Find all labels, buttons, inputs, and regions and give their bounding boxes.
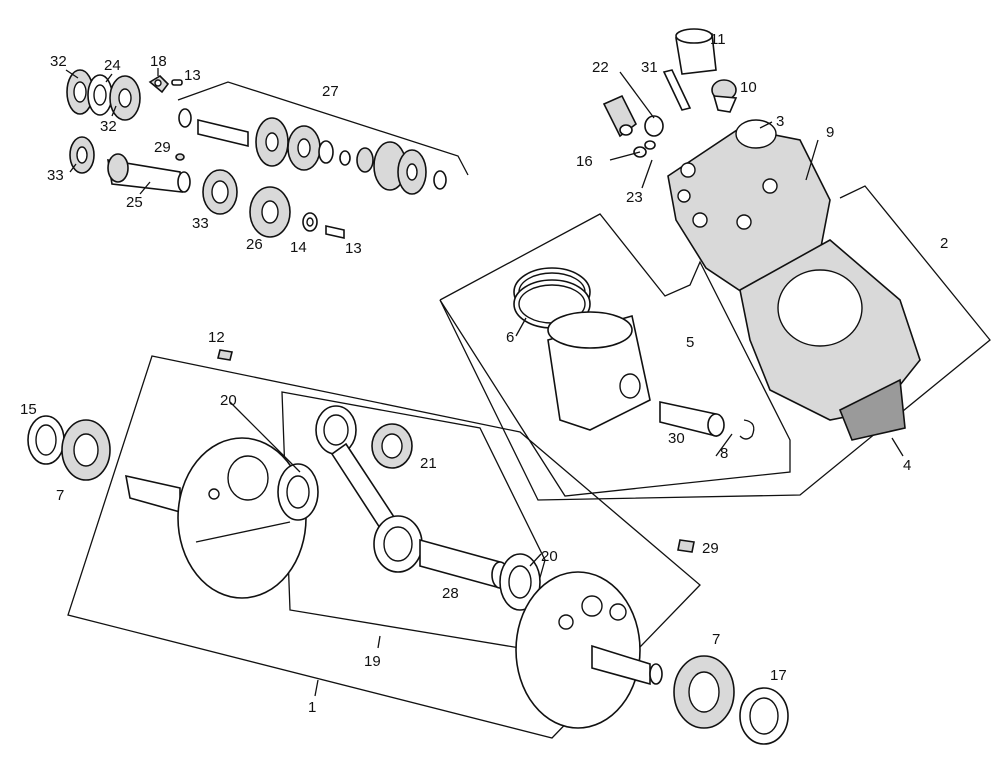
bolt-small-top	[171, 79, 183, 86]
pin-small	[175, 153, 185, 161]
shaft-25	[69, 136, 191, 193]
clip-small	[148, 74, 170, 94]
nut-small	[633, 115, 664, 158]
callout-22: 22	[592, 59, 609, 76]
callout-7-left: 7	[56, 487, 64, 504]
connecting-rod	[315, 405, 423, 573]
callout-33-mid: 33	[192, 215, 209, 232]
callout-25: 25	[126, 194, 143, 211]
sensor-10	[711, 79, 738, 113]
bearing-33	[202, 169, 238, 215]
callout-32-bottom: 32	[100, 118, 117, 135]
bolt-13	[325, 225, 345, 239]
cap-11	[675, 28, 717, 75]
callout-24: 24	[104, 57, 121, 74]
crankpin-28	[419, 538, 509, 590]
callout-5: 5	[686, 334, 694, 351]
callout-2: 2	[940, 235, 948, 252]
key-12	[217, 349, 233, 361]
callout-29-bottom: 29	[702, 540, 719, 557]
callout-30: 30	[668, 430, 685, 447]
callout-27: 27	[322, 83, 339, 100]
washer-20-left	[277, 463, 319, 521]
seal-17	[739, 687, 789, 745]
bearing-right	[673, 655, 735, 729]
callout-26: 26	[246, 236, 263, 253]
piston	[547, 311, 651, 431]
callout-17: 17	[770, 667, 787, 684]
valve-22	[602, 94, 638, 138]
seal-15	[27, 415, 65, 465]
callout-32-top: 32	[50, 53, 67, 70]
callout-21: 21	[420, 455, 437, 472]
leader-lines	[65, 68, 904, 697]
callout-16: 16	[576, 153, 593, 170]
callout-29-top: 29	[154, 139, 171, 156]
frame-piston	[439, 213, 791, 497]
callout-6: 6	[506, 329, 514, 346]
callout-13-top: 13	[184, 67, 201, 84]
washer-20-right	[499, 553, 541, 611]
callout-11: 11	[710, 31, 726, 48]
callout-23: 23	[626, 189, 643, 206]
callout-7-right: 7	[712, 631, 720, 648]
needle-bearing-21	[371, 423, 413, 469]
main-shaft-gears	[178, 108, 447, 195]
washer-14	[302, 212, 318, 232]
circlip	[739, 419, 755, 440]
callout-12: 12	[208, 329, 225, 346]
callout-14: 14	[290, 239, 307, 256]
cylinder-head	[667, 119, 831, 297]
cylinder-block	[739, 239, 921, 441]
callout-4: 4	[903, 457, 911, 474]
callouts: 32 24 18 13 32 27 29 33 25 33 26 14 13 1…	[20, 31, 948, 716]
bearing-left	[61, 419, 111, 481]
callout-8: 8	[720, 445, 728, 462]
callout-9: 9	[826, 124, 834, 141]
callout-33-left: 33	[47, 167, 64, 184]
callout-15: 15	[20, 401, 37, 418]
key-29	[677, 539, 695, 553]
crank-half-right	[515, 571, 663, 729]
crank-half-left	[124, 437, 307, 599]
frame-gear-shaft	[177, 81, 469, 176]
callout-20-left: 20	[220, 392, 237, 409]
screw-31	[662, 69, 692, 111]
callout-28: 28	[442, 585, 459, 602]
callout-19: 19	[364, 653, 381, 670]
gear-cluster-left	[66, 69, 141, 121]
gear-26	[249, 186, 291, 238]
callout-3: 3	[776, 113, 784, 130]
piston-rings	[513, 267, 591, 329]
piston-pin	[659, 401, 725, 438]
callout-10: 10	[740, 79, 757, 96]
callout-18: 18	[150, 53, 167, 70]
callout-13-bottom: 13	[345, 240, 362, 257]
callout-31: 31	[641, 59, 658, 76]
callout-1: 1	[308, 699, 316, 716]
callout-20-right: 20	[541, 548, 558, 565]
